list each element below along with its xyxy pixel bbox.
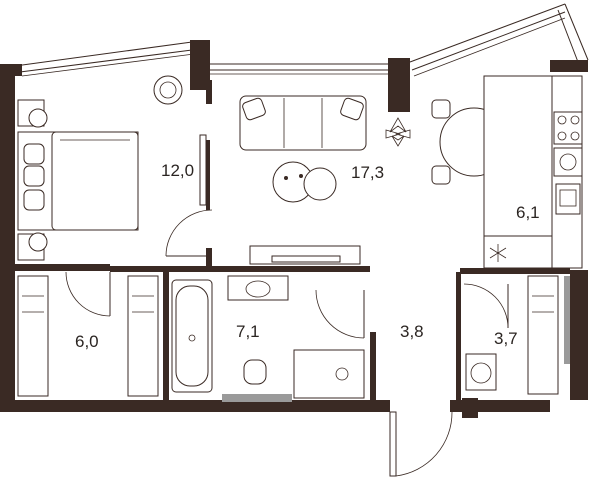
entrance-door (389, 411, 453, 477)
laundry-door (463, 283, 509, 329)
bathroom (171, 275, 365, 402)
wardrobe-door (65, 271, 111, 317)
bathtub (171, 279, 213, 393)
washbasin (227, 275, 289, 301)
bathroom-door (315, 289, 365, 339)
washing-machine-icon (465, 353, 497, 391)
area-label-hallway: 3,8 (400, 322, 424, 341)
oven-icon (553, 147, 583, 177)
hob-icon (553, 111, 583, 145)
wardrobe-rail-left (17, 275, 49, 397)
armchair-icon (153, 75, 183, 105)
laundry-shelf (527, 275, 559, 395)
bedroom-wardrobe-panel (199, 134, 207, 206)
bed (17, 131, 139, 231)
coffee-table (272, 161, 337, 203)
nightstand-top (17, 99, 48, 128)
window-kitchen (409, 3, 589, 77)
shower-tray (293, 349, 365, 399)
outer-walls (0, 40, 588, 418)
kitchen (431, 75, 583, 269)
area-label-living-room: 17,3 (351, 163, 384, 182)
area-label-bathroom: 7,1 (236, 322, 260, 341)
window-living (210, 63, 390, 75)
plant-icon (385, 117, 411, 147)
area-label-kitchen: 6,1 (516, 203, 540, 222)
nightstand-bottom (17, 232, 48, 261)
wardrobe-rail-right (127, 275, 159, 397)
wardrobe (17, 271, 159, 397)
area-label-wardrobe: 6,0 (75, 332, 99, 351)
area-label-bedroom: 12,0 (161, 161, 194, 180)
laundry (463, 275, 570, 395)
bedroom (17, 75, 213, 261)
sink-icon (555, 183, 581, 215)
laundry-duct (564, 276, 570, 364)
bedroom-door (165, 209, 213, 257)
toilet-icon (243, 359, 267, 385)
bathroom-vent (222, 394, 292, 402)
hallway (389, 411, 453, 477)
tv-console (249, 245, 361, 265)
area-label-laundry: 3,7 (494, 329, 518, 348)
living-room (239, 95, 411, 265)
sofa (239, 95, 367, 151)
fridge-icon (483, 235, 553, 269)
interior-walls (15, 80, 570, 402)
window-bedroom (14, 41, 195, 77)
